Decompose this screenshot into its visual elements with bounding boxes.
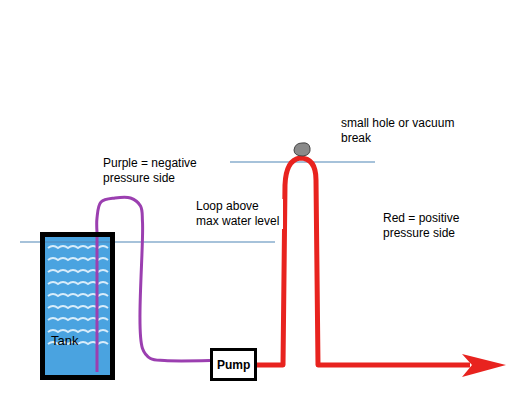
- wave-stroke: [48, 270, 108, 272]
- wave-stroke: [48, 282, 108, 284]
- tank-box: Tank: [40, 232, 115, 380]
- node-text: Tank: [51, 333, 110, 348]
- pressure-pipe: [255, 158, 470, 365]
- vacuum-break: [294, 143, 310, 156]
- flow-arrowhead: [462, 354, 506, 377]
- wave-stroke: [48, 306, 108, 308]
- wave-stroke: [48, 246, 108, 248]
- node-text: Pump: [217, 358, 250, 372]
- vacuum-break-level-line: [230, 161, 375, 162]
- pump-box: Pump: [210, 348, 257, 381]
- annotation: Loop above max water level: [195, 199, 283, 229]
- wave-stroke: [48, 330, 108, 332]
- wave-stroke: [48, 258, 108, 260]
- water-waves: [48, 246, 108, 344]
- annotation: small hole or vacuum break: [340, 116, 472, 146]
- legend-note: Purple = negative pressure side: [102, 156, 216, 186]
- max-water-level-line: [20, 241, 275, 242]
- wave-stroke: [48, 318, 108, 320]
- suction-pipe: [96, 234, 99, 372]
- tank-water: [42, 234, 113, 378]
- wave-stroke: [48, 294, 108, 296]
- legend-note: Red = positive pressure side: [382, 211, 480, 241]
